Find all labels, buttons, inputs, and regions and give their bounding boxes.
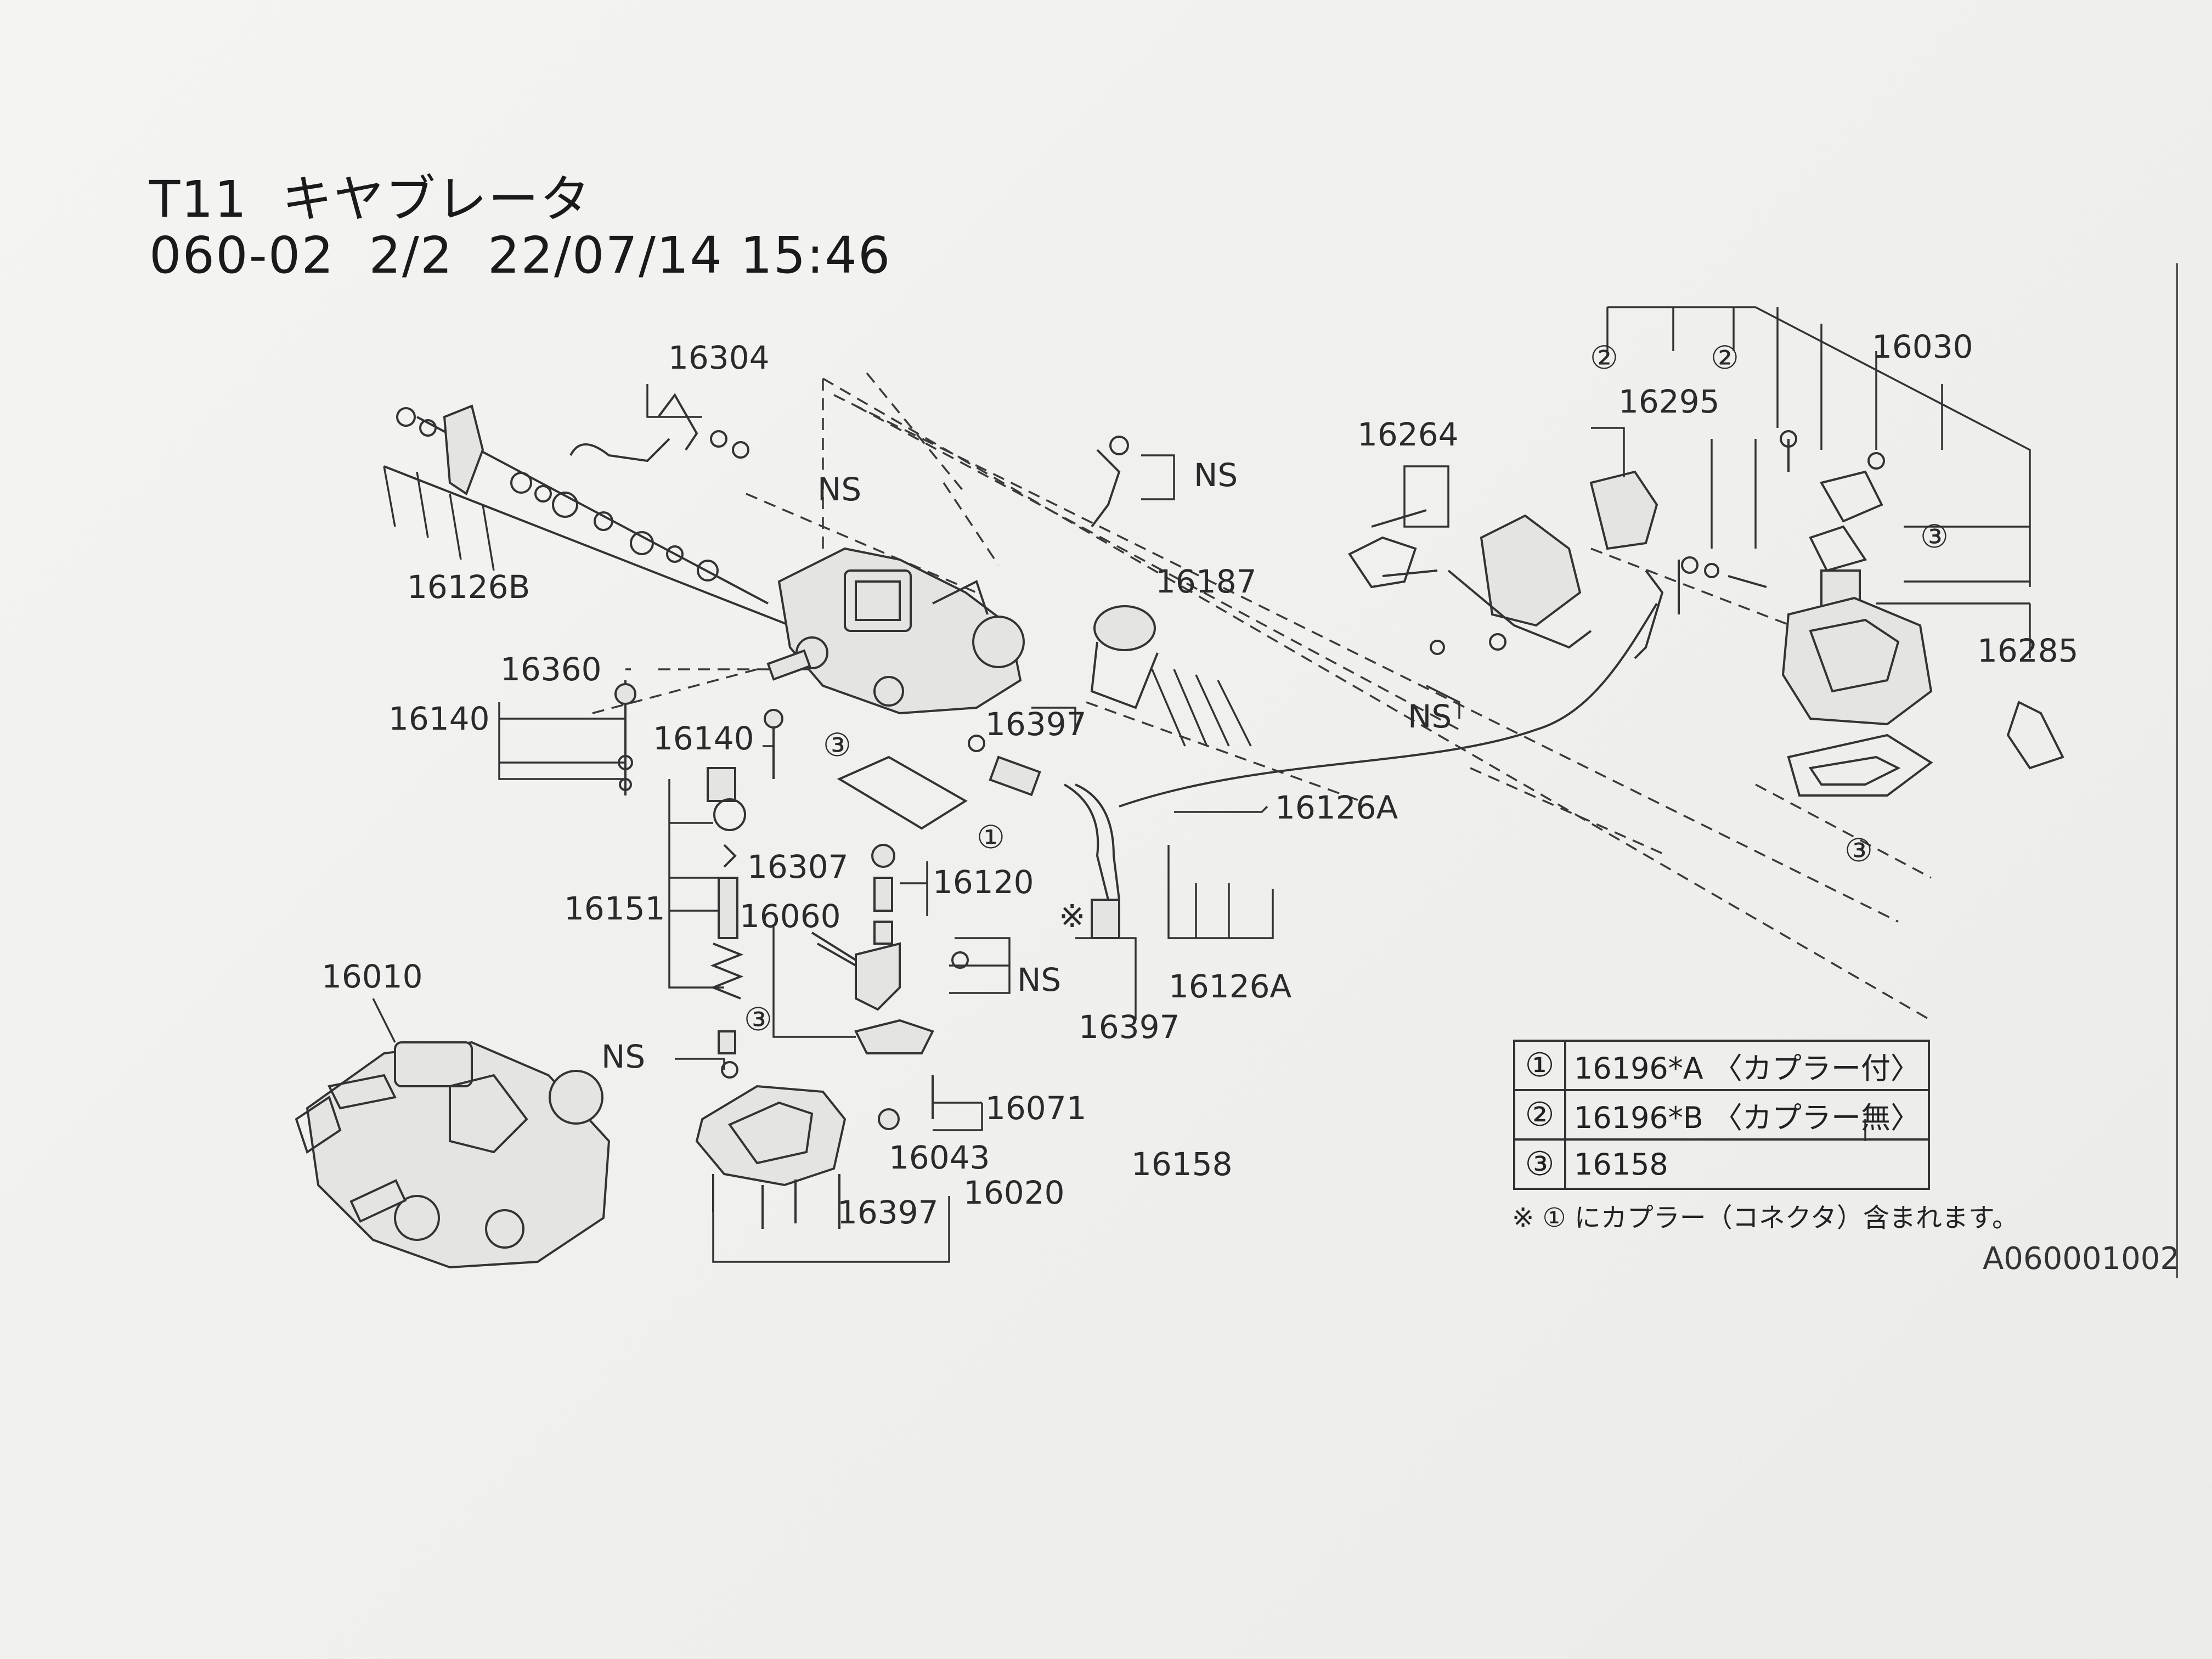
float-and-bracket-16060 <box>811 932 969 1054</box>
callout-16304: 16304 <box>668 339 770 376</box>
callout-leaders <box>372 384 1866 1141</box>
circle-ref-3-base: ③ <box>1844 832 1873 869</box>
callout-16397-lower: 16397 <box>1079 1008 1180 1046</box>
callout-16187: 16187 <box>1155 563 1257 600</box>
throttle-opener-assembly <box>1348 306 2064 797</box>
assembly-guide-lines <box>592 372 1932 1022</box>
callout-16158: 16158 <box>1131 1146 1233 1183</box>
callout-labels: 16304 16126B 16360 16140 16140 16307 161… <box>321 328 2079 1231</box>
legend-text: 16196*A 〈カプラー付〉 <box>1564 1040 1930 1091</box>
accelerator-pump-stack <box>614 680 895 1079</box>
circle-ref-3-pump: ③ <box>744 1001 772 1038</box>
callout-16126b: 16126B <box>407 568 530 606</box>
float-chamber-body-16020 <box>695 1075 950 1263</box>
circle-ref-2-right: ② <box>1711 339 1739 376</box>
callout-16360: 16360 <box>500 651 602 688</box>
gasket-small <box>837 755 968 830</box>
callout-16285: 16285 <box>1977 632 2079 669</box>
ns-label-3: NS <box>1017 961 1061 998</box>
throttle-linkage-assembly <box>383 393 791 627</box>
callout-16140-center: 16140 <box>653 720 754 757</box>
illustration-code: A060001002 <box>1983 1241 2180 1277</box>
callout-16264: 16264 <box>1357 416 1459 453</box>
vacuum-diaphragm-16187 <box>1090 436 1252 747</box>
fuel-cut-solenoid-harness <box>968 602 1658 939</box>
callout-16060: 16060 <box>740 898 841 935</box>
callout-16126a-upper: 16126A <box>1275 789 1398 826</box>
callout-16140-left: 16140 <box>388 700 490 737</box>
callout-16295: 16295 <box>1618 383 1720 420</box>
legend-mark: ① <box>1513 1040 1566 1091</box>
legend-row: ③ 16158 <box>1513 1138 1930 1190</box>
legend-row: ① 16196*A 〈カプラー付〉 <box>1513 1040 1930 1091</box>
callout-16126a-lower: 16126A <box>1169 968 1292 1005</box>
legend-text: 16158 <box>1564 1138 1930 1190</box>
ns-label-2: NS <box>1194 456 1238 494</box>
callout-16020: 16020 <box>963 1174 1065 1211</box>
asterisk-mark: ※ <box>1059 898 1086 935</box>
callout-16151: 16151 <box>564 890 665 927</box>
legend-row: ② 16196*B 〈カプラー無〉 <box>1513 1089 1930 1141</box>
page-info: 060-02 2/2 22/07/14 15:46 <box>149 226 891 285</box>
legend-text: 16196*B 〈カプラー無〉 <box>1564 1089 1930 1141</box>
callout-16030: 16030 <box>1872 328 1973 365</box>
carburetor-body-center <box>766 547 1025 715</box>
coupler-note: ※ ① にカプラー（コネクタ）含まれます。 <box>1512 1203 2019 1233</box>
circle-ref-3-gasket: ③ <box>823 726 851 764</box>
callout-16120: 16120 <box>933 864 1034 901</box>
callout-16397-bottom: 16397 <box>837 1194 939 1231</box>
callout-16307: 16307 <box>747 848 849 885</box>
legend-mark: ② <box>1513 1089 1566 1141</box>
circle-ref-2-left: ② <box>1590 339 1618 376</box>
callout-16010: 16010 <box>321 958 423 995</box>
callout-16397-upper: 16397 <box>985 706 1087 743</box>
legend-mark: ③ <box>1513 1138 1566 1190</box>
ns-label-1: NS <box>817 471 861 508</box>
callout-16043: 16043 <box>889 1139 990 1176</box>
model-title: T11 キヤブレータ <box>149 170 591 229</box>
ns-label-4: NS <box>601 1038 645 1075</box>
callout-16071: 16071 <box>985 1090 1087 1127</box>
circle-ref-1: ① <box>977 819 1005 856</box>
circle-ref-3-opener: ③ <box>1920 518 1949 555</box>
ns-label-5: NS <box>1408 698 1452 735</box>
reference-legend-table: ① 16196*A 〈カプラー付〉 ② 16196*B 〈カプラー無〉 ③ 16… <box>1513 1040 1930 1190</box>
carburetor-assembly-16010 <box>295 1041 611 1269</box>
